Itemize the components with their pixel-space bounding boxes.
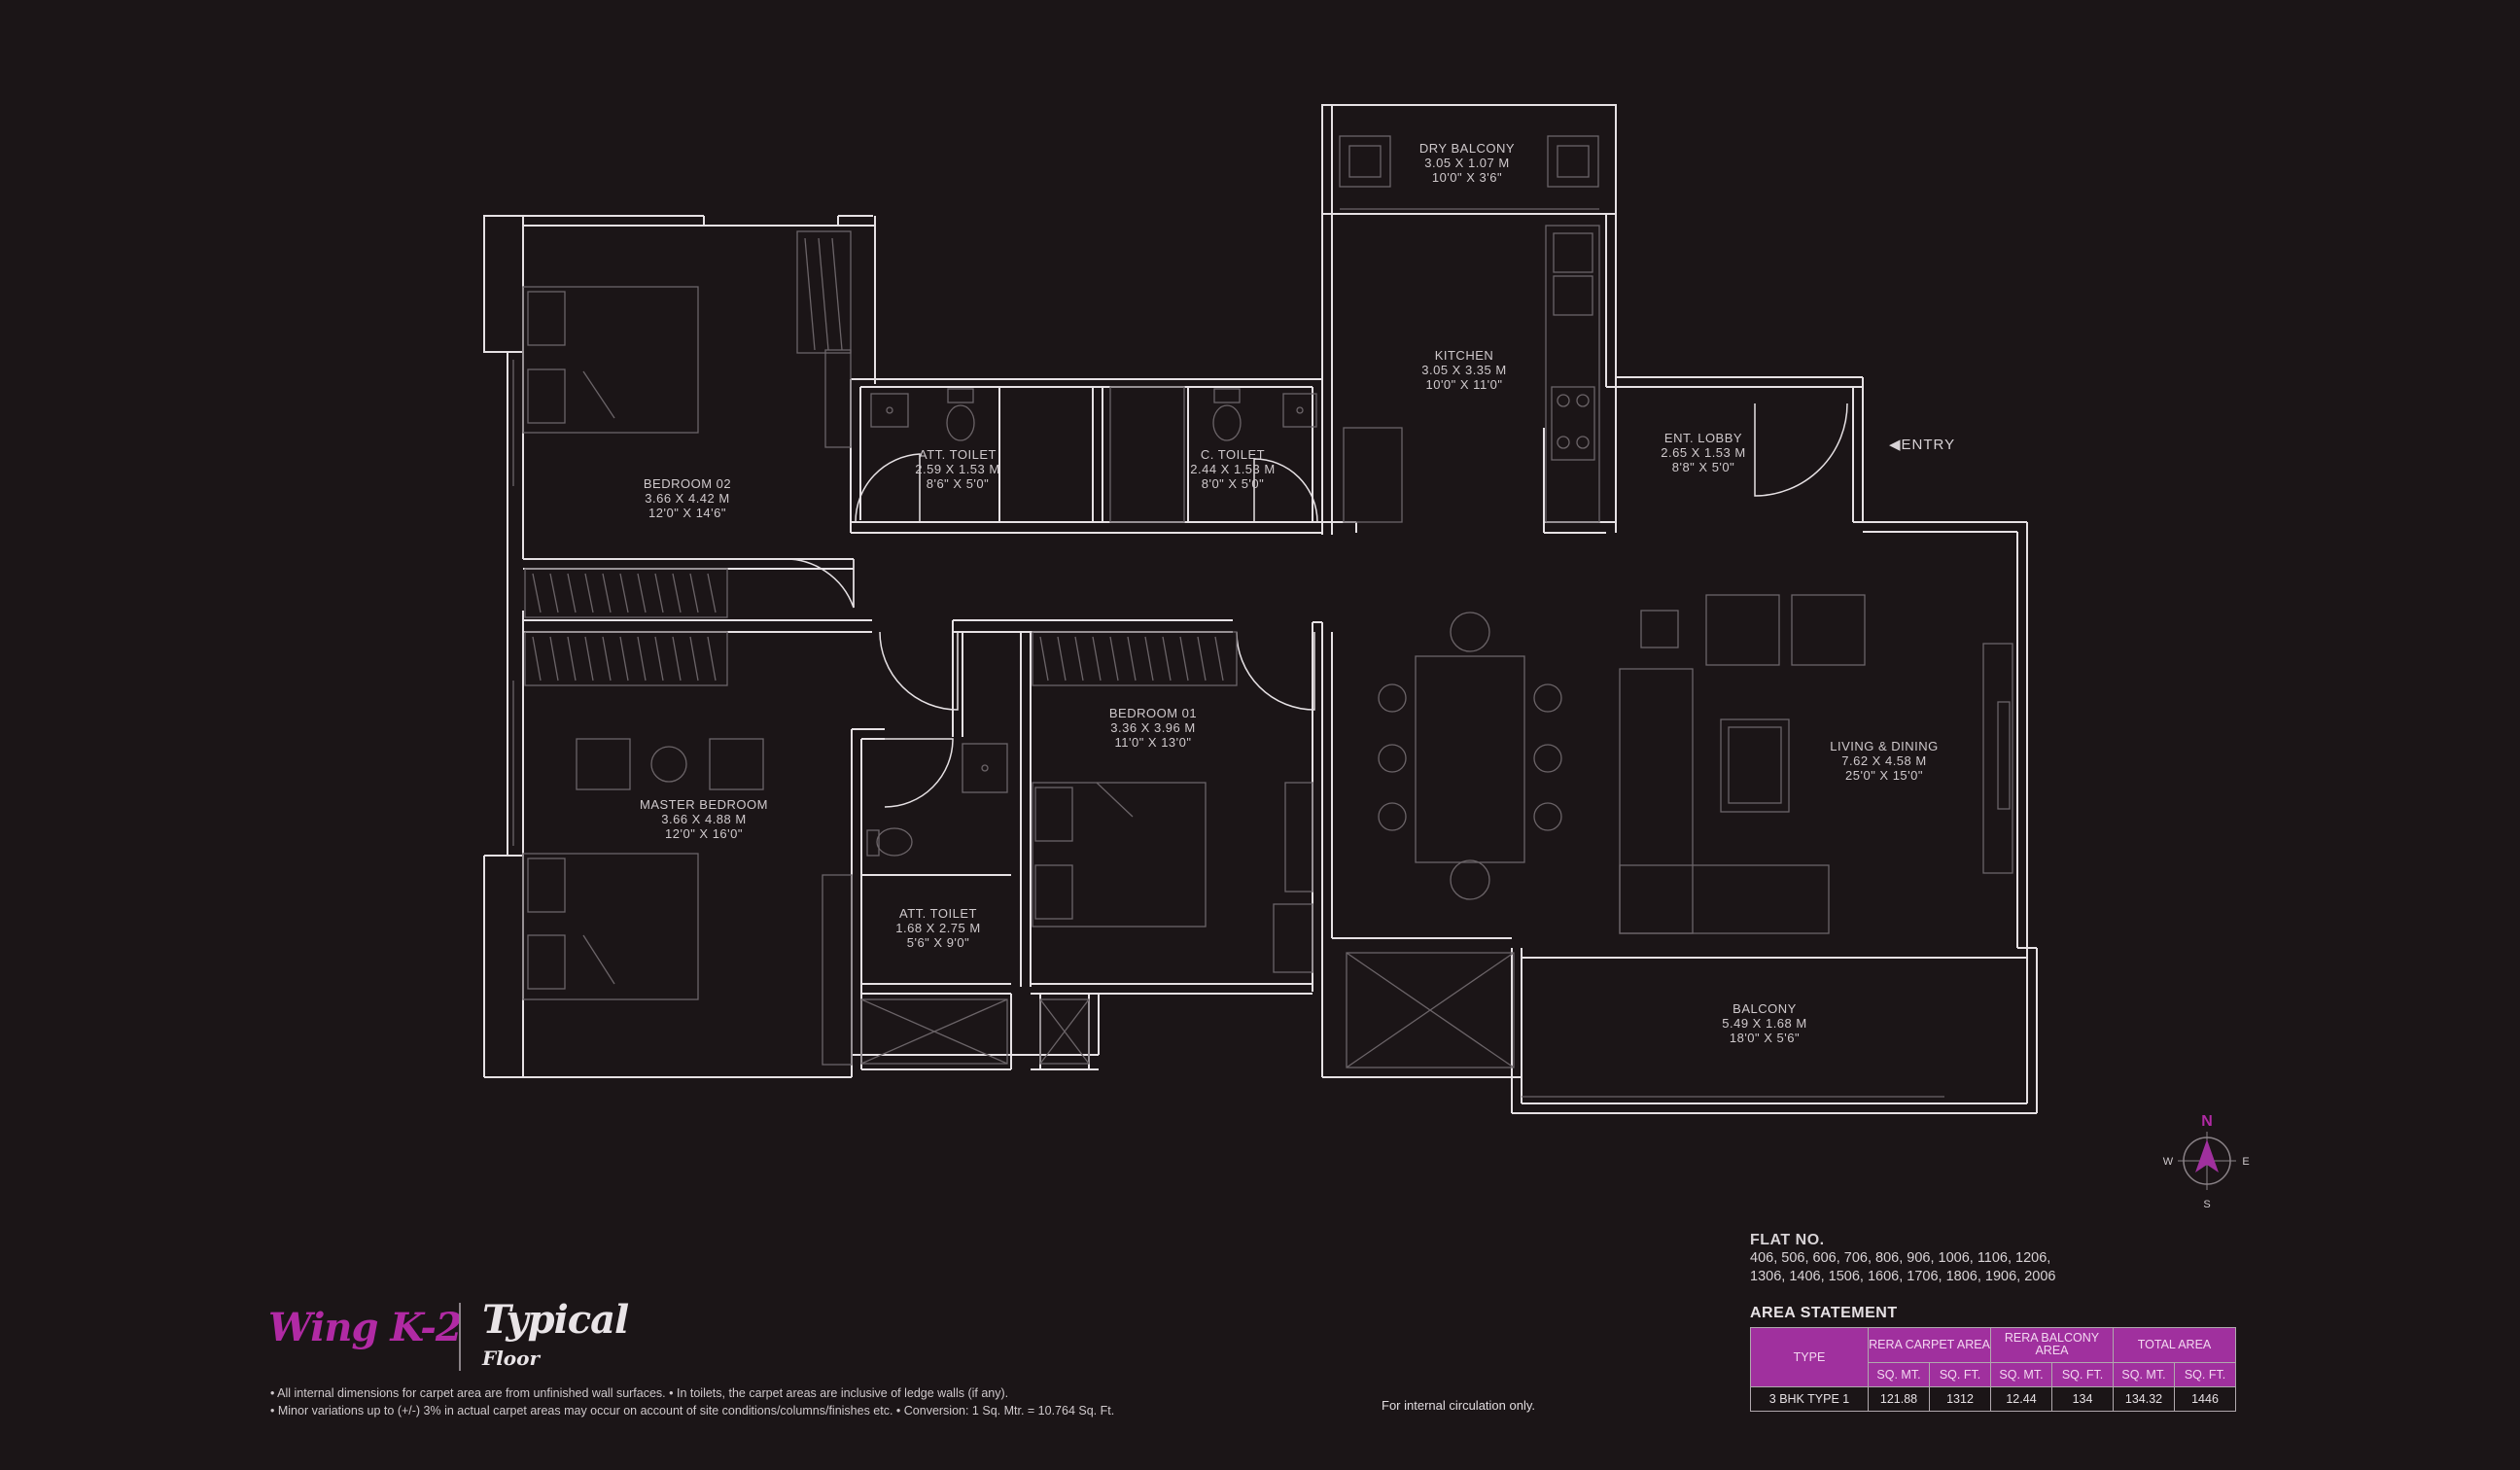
wing-title: Wing K-2: [268, 1305, 463, 1350]
room-metric: 1.68 X 2.75 M: [895, 921, 981, 935]
room-imperial: 11'0" X 13'0": [1114, 735, 1192, 750]
room-imperial: 12'0" X 14'6": [648, 506, 726, 520]
flat-list-line2: 1306, 1406, 1506, 1606, 1706, 1806, 1906…: [1750, 1269, 2056, 1284]
room-metric: 2.59 X 1.53 M: [915, 462, 1000, 476]
room-name: LIVING & DINING: [1830, 739, 1939, 753]
flat-numbers: FLAT NO. 406, 506, 606, 706, 806, 906, 1…: [1750, 1231, 2158, 1286]
cell-total-mt: 134.32: [2113, 1386, 2175, 1412]
compass-icon: N S E W: [2163, 1113, 2250, 1210]
cell-balcony-ft: 134: [2051, 1386, 2114, 1412]
compass-n: N: [2201, 1113, 2213, 1130]
room-imperial: 8'0" X 5'0": [1201, 476, 1265, 491]
footnote-line2: • Minor variations up to (+/-) 3% in act…: [270, 1404, 1115, 1418]
room-name: BALCONY: [1732, 1001, 1797, 1016]
floor-subtitle: Floor: [482, 1347, 541, 1370]
room-label-dry-balcony: DRY BALCONY 3.05 X 1.07 M 10'0" X 3'6": [1419, 141, 1515, 185]
header-total: TOTAL AREA: [2113, 1327, 2236, 1363]
room-imperial: 10'0" X 3'6": [1431, 170, 1503, 185]
unit-total-mt: SQ. MT.: [2113, 1361, 2175, 1388]
room-metric: 7.62 X 4.58 M: [1841, 753, 1927, 768]
footnote-line1: • All internal dimensions for carpet are…: [270, 1386, 1009, 1400]
room-name: ATT. TOILET: [919, 447, 997, 462]
room-label-master-bedroom: MASTER BEDROOM 3.66 X 4.88 M 12'0" X 16'…: [640, 797, 768, 841]
north-arrow-icon: [2195, 1139, 2219, 1172]
header-carpet: RERA CARPET AREA: [1868, 1327, 1991, 1363]
typical-title: Typical: [482, 1297, 629, 1343]
interior-walls: [523, 378, 1617, 1077]
internal-circulation-note: For internal circulation only.: [1382, 1398, 1535, 1413]
room-metric: 3.05 X 1.07 M: [1424, 156, 1510, 170]
room-metric: 3.36 X 3.96 M: [1110, 720, 1196, 735]
compass-s: S: [2203, 1199, 2210, 1210]
room-name: KITCHEN: [1434, 348, 1494, 363]
entry-label: ENTRY: [1901, 437, 1956, 453]
unit-total-ft: SQ. FT.: [2174, 1361, 2236, 1388]
room-label-bedroom-02: BEDROOM 02 3.66 X 4.42 M 12'0" X 14'6": [644, 476, 731, 520]
room-label-c-toilet: C. TOILET 2.44 X 1.53 M 8'0" X 5'0": [1190, 447, 1275, 491]
outer-walls: [483, 104, 2038, 1114]
room-label-bedroom-01: BEDROOM 01 3.36 X 3.96 M 11'0" X 13'0": [1109, 706, 1197, 750]
room-label-balcony: BALCONY 5.49 X 1.68 M 18'0" X 5'6": [1722, 1001, 1806, 1045]
unit-carpet-ft: SQ. FT.: [1929, 1361, 1991, 1388]
room-label-att-toilet-2: ATT. TOILET 1.68 X 2.75 M 5'6" X 9'0": [895, 906, 980, 950]
room-name: BEDROOM 01: [1108, 706, 1198, 720]
arrow-left-icon: ◀: [1889, 437, 1902, 453]
table-row: 3 BHK TYPE 1 121.88 1312 12.44 134 134.3…: [1750, 1386, 2236, 1412]
room-name: DRY BALCONY: [1418, 141, 1516, 156]
room-label-kitchen: KITCHEN 3.05 X 3.35 M 10'0" X 11'0": [1421, 348, 1506, 392]
room-metric: 2.65 X 1.53 M: [1661, 445, 1746, 460]
cell-type: 3 BHK TYPE 1: [1750, 1386, 1869, 1412]
room-metric: 5.49 X 1.68 M: [1722, 1016, 1807, 1031]
doors: [780, 402, 1848, 808]
room-imperial: 18'0" X 5'6": [1729, 1031, 1801, 1045]
room-imperial: 12'0" X 16'0": [665, 826, 743, 841]
cell-total-ft: 1446: [2174, 1386, 2236, 1412]
room-metric: 3.66 X 4.88 M: [661, 812, 747, 826]
area-statement-table: TYPE RERA CARPET AREA RERA BALCONY AREA …: [1750, 1327, 2236, 1412]
unit-carpet-mt: SQ. MT.: [1868, 1361, 1930, 1388]
compass-w: W: [2163, 1156, 2174, 1168]
cell-balcony-mt: 12.44: [1990, 1386, 2052, 1412]
flat-list-line1: 406, 506, 606, 706, 806, 906, 1006, 1106…: [1750, 1250, 2051, 1266]
room-imperial: 5'6" X 9'0": [906, 935, 970, 950]
room-metric: 3.05 X 3.35 M: [1421, 363, 1507, 377]
room-name: C. TOILET: [1200, 447, 1266, 462]
room-imperial: 8'6" X 5'0": [926, 476, 990, 491]
title-divider: [459, 1303, 461, 1371]
table-header-row: TYPE RERA CARPET AREA RERA BALCONY AREA …: [1750, 1327, 2236, 1387]
room-name: BEDROOM 02: [643, 476, 732, 491]
room-metric: 3.66 X 4.42 M: [645, 491, 730, 506]
flat-title: FLAT NO.: [1750, 1232, 1825, 1248]
header-type: TYPE: [1750, 1327, 1869, 1387]
cell-carpet-mt: 121.88: [1868, 1386, 1930, 1412]
room-imperial: 8'8" X 5'0": [1671, 460, 1735, 474]
compass-e: E: [2242, 1156, 2249, 1168]
room-label-ent-lobby: ENT. LOBBY 2.65 X 1.53 M 8'8" X 5'0": [1661, 431, 1745, 474]
unit-balcony-mt: SQ. MT.: [1990, 1361, 2052, 1388]
room-metric: 2.44 X 1.53 M: [1190, 462, 1276, 476]
header-balcony: RERA BALCONY AREA: [1990, 1327, 2114, 1363]
footnotes: • All internal dimensions for carpet are…: [270, 1384, 1114, 1419]
room-name: ATT. TOILET: [899, 906, 977, 921]
furniture: [512, 135, 2013, 1098]
room-label-living-dining: LIVING & DINING 7.62 X 4.58 M 25'0" X 15…: [1830, 739, 1939, 783]
entry-marker: ◀ENTRY: [1889, 436, 1955, 453]
room-label-att-toilet-1: ATT. TOILET 2.59 X 1.53 M 8'6" X 5'0": [915, 447, 999, 491]
cell-carpet-ft: 1312: [1929, 1386, 1991, 1412]
room-imperial: 25'0" X 15'0": [1845, 768, 1923, 783]
room-imperial: 10'0" X 11'0": [1425, 377, 1503, 392]
unit-balcony-ft: SQ. FT.: [2051, 1361, 2114, 1388]
room-name: MASTER BEDROOM: [640, 797, 768, 812]
area-statement-title: AREA STATEMENT: [1750, 1305, 1898, 1321]
room-name: ENT. LOBBY: [1663, 431, 1743, 445]
